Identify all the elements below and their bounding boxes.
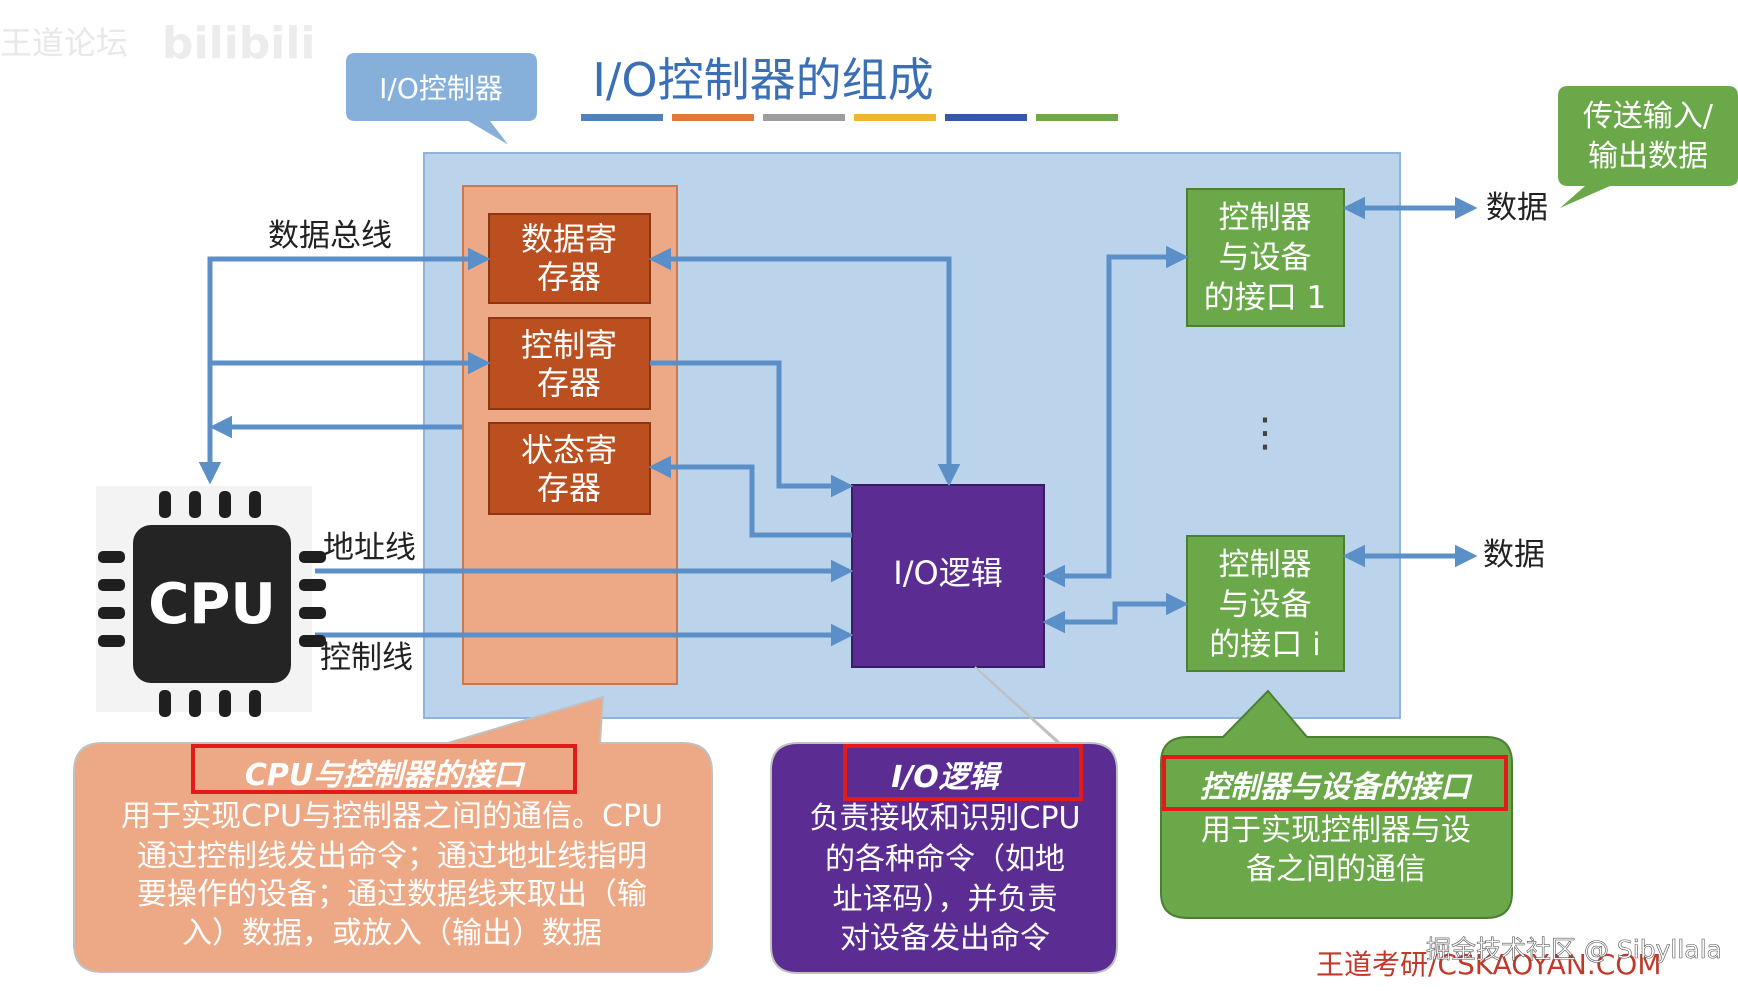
control-register-line-1: 控制寄 — [521, 326, 617, 364]
device-interface-1-line-3: 的接口 1 — [1204, 280, 1327, 316]
device-interface-i-line-3: 的接口 i — [1209, 627, 1320, 663]
callout-io-controller — [344, 51, 539, 149]
cpu-pin — [219, 491, 231, 518]
note-io-logic — [770, 666, 1118, 974]
address-line-label: 地址线 — [323, 530, 416, 566]
data-register-line-2: 存器 — [537, 258, 601, 296]
title-underline-segment — [763, 114, 845, 121]
status-register-line-1: 状态寄 — [521, 431, 617, 469]
device-interface-1-line-2: 与设备 — [1219, 240, 1312, 276]
device-interface-i-line-2: 与设备 — [1219, 587, 1312, 623]
cpu-pins — [98, 491, 326, 717]
note-cpu-interface — [73, 695, 713, 973]
cpu-pin — [299, 607, 326, 619]
control-line-label: 控制线 — [320, 640, 413, 676]
note-cpu-interface-line-2: 通过控制线发出命令；通过地址线指明 — [137, 839, 647, 874]
io-logic-label: I/O逻辑 — [893, 554, 1002, 592]
cpu-pin — [189, 491, 201, 518]
cpu-pin — [249, 690, 261, 717]
data-register-io-logic-link — [648, 247, 961, 487]
control-register-to-io-logic — [650, 360, 854, 498]
cpu-chip: CPU — [96, 486, 326, 717]
device-interface-1-line-1: 控制器 — [1219, 200, 1312, 236]
footer-site: 王道考研/CSKAOYAN.COM — [1316, 948, 1661, 981]
note-cpu-interface-title: CPU与控制器的接口 — [245, 758, 526, 793]
device-data-label-bottom: 数据 — [1483, 537, 1545, 573]
page-title: I/O控制器的组成 — [592, 53, 933, 107]
note-cpu-interface-line-4: 入）数据，或放入（输出）数据 — [182, 916, 602, 951]
callout-io-controller-label: I/O控制器 — [379, 72, 503, 105]
data-bus-to-data-register — [207, 247, 491, 475]
title-underline-segment — [581, 114, 663, 121]
io-logic-interface-i-link — [1042, 592, 1189, 634]
cpu-pin — [299, 579, 326, 591]
status-register — [488, 422, 651, 515]
note-cpu-interface-line-3: 要操作的设备；通过数据线来取出（输 — [137, 877, 647, 912]
watermark-bilibili: bilibili — [162, 18, 315, 69]
cpu-pin — [98, 551, 125, 563]
cpu-pin — [98, 579, 125, 591]
data-bus-label: 数据总线 — [268, 218, 392, 254]
data-register-line-1: 数据寄 — [521, 220, 617, 258]
io-logic-interface-1-link — [1042, 245, 1189, 588]
cpu-pin — [249, 491, 261, 518]
watermark-forum: 王道论坛 — [0, 24, 128, 62]
device-interface-i-line-1: 控制器 — [1219, 547, 1312, 583]
title-underline — [581, 114, 1118, 121]
cpu-pin — [189, 690, 201, 717]
note-device-interface-line-1: 用于实现控制器与设 — [1201, 813, 1471, 848]
note-io-logic-line-3: 址译码），并负责 — [833, 882, 1058, 917]
device-interface-i — [1186, 535, 1345, 672]
callout-transfer-line-2: 输出数据 — [1588, 139, 1708, 174]
cpu-pin — [98, 635, 125, 647]
footer-credit: 掘金技术社区 @ Sibyllala — [1426, 935, 1722, 964]
highlight-cpu-interface — [191, 744, 577, 794]
note-io-logic-title: I/O逻辑 — [891, 760, 1003, 795]
device-interface-1 — [1186, 188, 1345, 327]
note-cpu-interface-line-1: 用于实现CPU与控制器之间的通信。CPU — [121, 799, 663, 834]
note-device-interface-title: 控制器与设备的接口 — [1200, 770, 1473, 805]
cpu-pin — [98, 607, 125, 619]
cpu-pin — [159, 690, 171, 717]
cpu-pin — [299, 551, 326, 563]
status-register-line-2: 存器 — [537, 469, 601, 507]
note-io-logic-line-2: 的各种命令（如地 — [825, 842, 1065, 877]
title-underline-segment — [1036, 114, 1118, 121]
callout-transfer-line-1: 传送输入/ — [1583, 99, 1714, 134]
title-underline-segment — [945, 114, 1027, 121]
bus-connections — [198, 196, 1478, 647]
title-underline-segment — [854, 114, 936, 121]
device-data-label-top: 数据 — [1486, 190, 1548, 226]
highlight-io-logic — [843, 744, 1083, 801]
note-io-logic-line-4: 对设备发出命令 — [840, 921, 1050, 956]
note-device-interface-line-2: 备之间的通信 — [1246, 852, 1426, 887]
highlight-device-interface — [1162, 755, 1508, 811]
cpu-label: CPU — [148, 572, 276, 637]
interface-ellipsis: ⋮ — [1245, 410, 1285, 456]
note-device-interface — [1160, 689, 1513, 919]
cpu-pin — [159, 491, 171, 518]
cpu-pin — [299, 635, 326, 647]
note-io-logic-line-1: 负责接收和识别CPU — [810, 801, 1081, 836]
cpu-pin — [219, 690, 231, 717]
control-register-line-2: 存器 — [537, 364, 601, 402]
io-logic-to-status-register — [648, 455, 852, 538]
data-register — [488, 213, 651, 304]
title-underline-segment — [672, 114, 754, 121]
callout-transfer-data — [1558, 86, 1738, 208]
cpu-core — [133, 525, 291, 683]
